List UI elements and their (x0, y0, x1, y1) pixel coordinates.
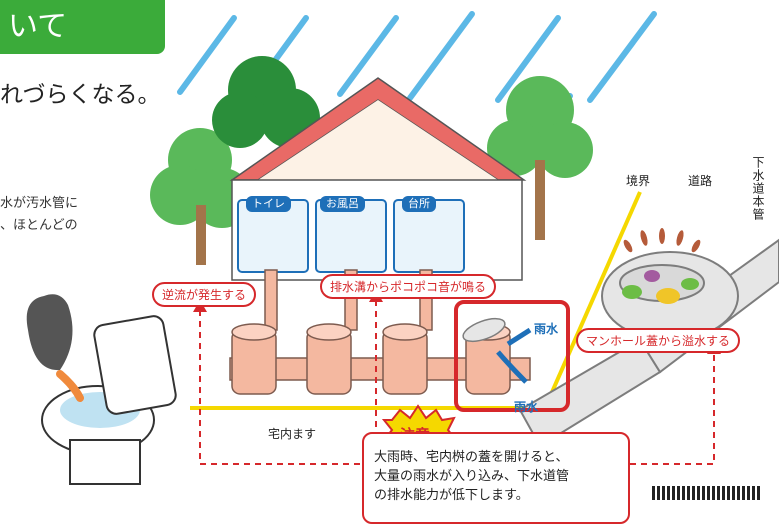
house (229, 77, 527, 281)
illustration (26, 11, 779, 485)
caution-line-3: の排水能力が低下します。 (374, 488, 529, 503)
section-headline: れづらくなる。 (0, 82, 161, 108)
section-title-tab: いて (0, 0, 165, 54)
label-yard-basins: 宅内ます (268, 427, 317, 441)
house-pipes (229, 269, 531, 395)
toilet-illustration (26, 294, 177, 485)
label-rainwater-top: 雨水 (534, 322, 559, 336)
caution-line-1: 大雨時、宅内桝の蓋を開けると、 (374, 450, 569, 465)
splash-marks (623, 228, 701, 253)
rain-arrow-bottom (496, 350, 528, 384)
label-main-sewer: 下水道本管 (751, 156, 765, 221)
intro-line-1: 水が汚水管に (0, 196, 79, 211)
label-boundary: 境界 (626, 174, 651, 188)
intro-line-2: 、ほとんどの (0, 218, 78, 233)
highlight-frame (454, 300, 570, 412)
room-tag-kitchen: 台所 (402, 196, 436, 212)
tree-back (212, 56, 320, 148)
callout-manhole-overflow: マンホール蓋から溢水する (576, 328, 741, 353)
room-tag-toilet: トイレ (246, 196, 291, 212)
label-road: 道路 (688, 174, 713, 188)
open-basin-lid (462, 317, 506, 343)
callout-backflow: 逆流が発生する (152, 282, 257, 307)
manhole-debris (622, 270, 699, 304)
caution-line-2: 大量の雨水が入り込み、下水道管 (374, 469, 570, 484)
callout-gurgle: 排水溝からポコポコ音が鳴る (320, 274, 497, 299)
caution-note: 大雨時、宅内桝の蓋を開けると、 大量の雨水が入り込み、下水道管 の排水能力が低下… (362, 432, 630, 524)
rain-arrow-top (506, 327, 532, 347)
overflow-paths (199, 300, 715, 465)
tree-right (487, 76, 593, 240)
label-rainwater-bottom: 雨水 (514, 400, 539, 414)
qr-code-fragment (652, 486, 762, 500)
room-tag-bath: お風呂 (320, 196, 365, 212)
